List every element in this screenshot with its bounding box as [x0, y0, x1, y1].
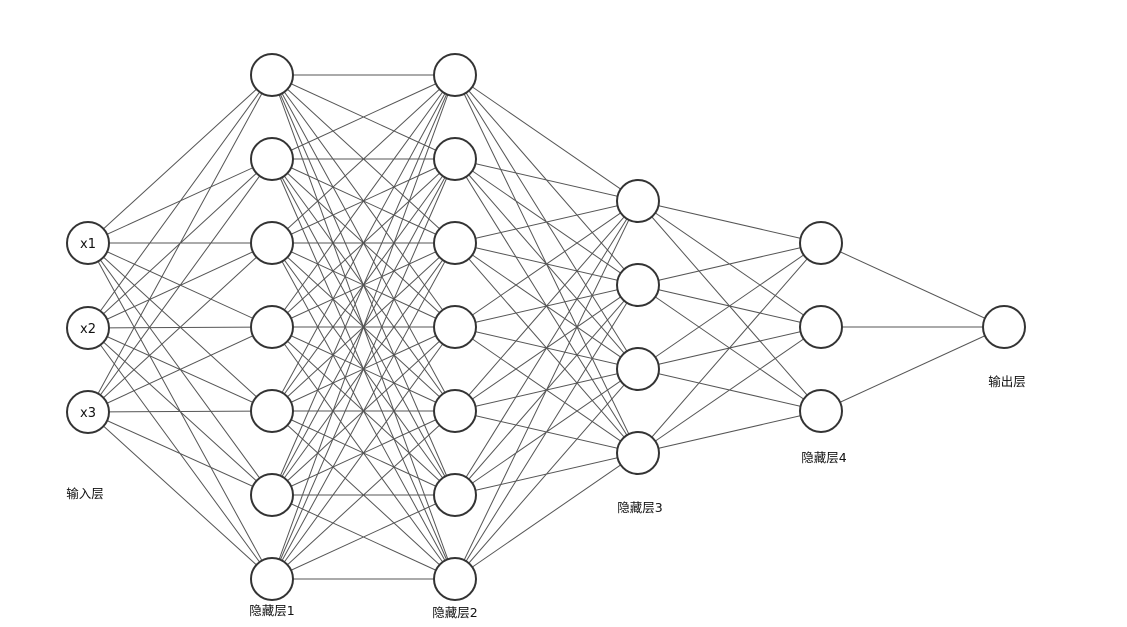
- input-node-label-2: x2: [80, 322, 96, 337]
- edge-hidden1-7-to-hidden2-2: [271, 158, 456, 580]
- hidden3-node-4: [616, 431, 660, 475]
- edge-hidden1-7-to-hidden2-1: [271, 74, 456, 580]
- input-node-3: [66, 390, 110, 434]
- edge-hidden2-7-to-hidden3-4: [454, 452, 639, 580]
- edge-hidden3-4-to-hidden4-2: [637, 326, 822, 454]
- hidden1-node-5: [250, 389, 294, 433]
- hidden2-layer-label: 隐藏层2: [432, 605, 477, 620]
- hidden2-node-4: [433, 305, 477, 349]
- edge-hidden1-4-to-hidden2-1: [271, 74, 456, 328]
- edge-input-3-to-hidden1-4: [87, 326, 273, 413]
- hidden2-node-7: [433, 557, 477, 601]
- edge-input-3-to-hidden1-2: [87, 158, 273, 413]
- edge-input-3-to-hidden1-7: [87, 411, 273, 580]
- edge-hidden2-7-to-hidden3-1: [454, 200, 639, 580]
- hidden2-node-3: [433, 221, 477, 265]
- input-node-2: [66, 306, 110, 350]
- hidden1-layer-label: 隐藏层1: [249, 603, 294, 618]
- edge-hidden2-7-to-hidden3-3: [454, 368, 639, 580]
- edge-hidden3-4-to-hidden4-3: [637, 410, 822, 454]
- edge-hidden3-1-to-hidden4-1: [637, 200, 822, 244]
- hidden1-node-3: [250, 221, 294, 265]
- hidden2-node-1: [433, 53, 477, 97]
- hidden3-node-2: [616, 263, 660, 307]
- output-layer-label: 输出层: [988, 374, 1026, 389]
- connection-edges: [87, 74, 1005, 580]
- output-node-1: [982, 305, 1026, 349]
- edge-hidden2-1-to-hidden3-1: [454, 74, 639, 202]
- hidden3-node-3: [616, 347, 660, 391]
- edge-hidden2-2-to-hidden3-1: [454, 158, 639, 202]
- input-layer-label: 输入层: [66, 486, 104, 501]
- hidden4-node-3: [799, 389, 843, 433]
- edge-hidden4-1-to-output-1: [820, 242, 1005, 328]
- hidden3-node-1: [616, 179, 660, 223]
- hidden4-node-1: [799, 221, 843, 265]
- edge-hidden1-7-to-hidden2-5: [271, 410, 456, 580]
- edge-hidden1-2-to-hidden2-1: [271, 74, 456, 160]
- edge-hidden1-3-to-hidden2-1: [271, 74, 456, 244]
- network-nodes: x1 x2 x3: [66, 53, 1026, 601]
- edge-input-3-to-hidden1-6: [87, 411, 273, 496]
- edge-input-3-to-hidden1-1: [87, 74, 273, 413]
- edge-hidden3-4-to-hidden4-1: [637, 242, 822, 454]
- edge-hidden1-7-to-hidden2-3: [271, 242, 456, 580]
- edge-hidden2-5-to-hidden3-1: [454, 200, 639, 412]
- edge-hidden3-2-to-hidden4-1: [637, 242, 822, 286]
- edge-input-1-to-hidden1-1: [87, 74, 273, 244]
- hidden4-node-2: [799, 305, 843, 349]
- edge-hidden2-3-to-hidden3-1: [454, 200, 639, 244]
- hidden4-layer-label: 隐藏层4: [801, 450, 847, 465]
- hidden2-node-5: [433, 389, 477, 433]
- edge-hidden4-3-to-output-1: [820, 326, 1005, 412]
- input-node-label-3: x3: [80, 406, 96, 421]
- edge-hidden1-6-to-hidden2-1: [271, 74, 456, 496]
- edge-hidden2-7-to-hidden3-2: [454, 284, 639, 580]
- hidden2-node-6: [433, 473, 477, 517]
- hidden1-node-4: [250, 305, 294, 349]
- edge-hidden2-6-to-hidden3-1: [454, 200, 639, 496]
- edge-hidden1-5-to-hidden2-1: [271, 74, 456, 412]
- edge-input-3-to-hidden1-3: [87, 242, 273, 413]
- edge-hidden3-3-to-hidden4-1: [637, 242, 822, 370]
- hidden1-node-7: [250, 557, 294, 601]
- hidden1-node-6: [250, 473, 294, 517]
- hidden3-layer-label: 隐藏层3: [617, 500, 662, 515]
- input-node-1: [66, 221, 110, 265]
- hidden1-node-1: [250, 53, 294, 97]
- hidden2-node-2: [433, 137, 477, 181]
- input-node-label-1: x1: [80, 237, 96, 252]
- hidden1-node-2: [250, 137, 294, 181]
- edge-hidden2-4-to-hidden3-1: [454, 200, 639, 328]
- edge-hidden1-7-to-hidden2-6: [271, 494, 456, 580]
- edge-input-2-to-hidden1-1: [87, 74, 273, 329]
- edge-input-3-to-hidden1-5: [87, 410, 273, 413]
- edge-hidden1-7-to-hidden2-4: [271, 326, 456, 580]
